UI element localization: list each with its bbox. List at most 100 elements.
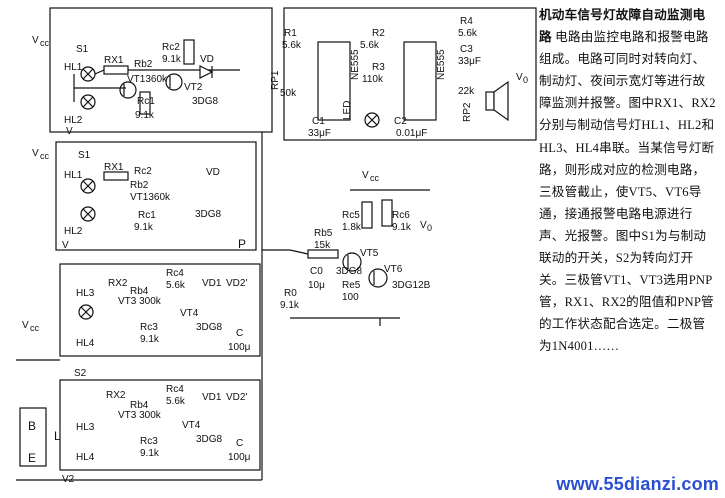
c-value-2: 100μ [228,452,251,463]
vt4-type-2: 3DG8 [196,434,223,445]
rx1-label-2: RX1 [104,162,124,173]
ne555-chip-2 [403,41,437,121]
rp2-value: 22k [458,86,475,97]
article-body: 电路由监控电路和报警电路组成。电路可同时对转向灯、制动灯、夜间示宽灯等进行故障监… [539,30,716,354]
vcc-label-3: V [22,320,29,331]
c0-label: C0 [310,266,323,277]
c3-label: C3 [460,44,473,55]
rx1-label: RX1 [104,55,124,66]
rc3-value: 9.1k [140,334,160,345]
led-label: LED [342,101,353,120]
r0-value: 9.1k [280,300,300,311]
vt4-type: 3DG8 [196,322,223,333]
rb2-label: Rb2 [134,59,153,70]
v-label-1: V [66,126,73,137]
c-value: 100μ [228,342,251,353]
transistor-vt6-icon [368,268,388,288]
hl2-label-2: HL2 [64,226,83,237]
module-frame-4 [59,379,261,471]
s2-label: S2 [74,368,87,379]
s1-label: S1 [76,44,89,55]
v-label-2: V [62,240,69,251]
rx2-label-2: RX2 [106,390,126,401]
hl3-label-2: HL3 [76,422,95,433]
vt1-label: VT1360k [127,74,168,85]
led-icon [364,112,380,128]
transistor-vt2-icon [165,73,183,91]
e-label: E [28,451,36,465]
vd1-label-2: VD1 [202,392,222,403]
vcc-label-4: V [362,170,369,181]
r3-label: R3 [372,62,385,73]
v0-label: V [516,72,523,83]
rx1-resistor [103,65,129,75]
rp1-label: RP1 [270,70,281,90]
lamp-hl2-icon-2 [80,206,96,222]
r4-value: 5.6k [458,28,478,39]
v0-sub: 0 [523,75,528,85]
diode-vd0-icon [199,65,214,79]
module-s1-brake: V cc S1 RX1 HL1 HL2 Rb2 VT1360k Rc1 9 [32,7,273,137]
b-label: B [28,419,36,433]
rx2-label: RX2 [108,278,128,289]
vt3-label: VT3 300k [118,296,162,307]
rb5-value: 15k [314,240,331,251]
rb4-label-2: Rb4 [130,400,149,411]
rc5-label: Rc5 [342,210,360,221]
vt6-label: VT6 [384,264,403,275]
rc2-value: 9.1k [162,54,182,65]
vd2-label-2: VD2' [226,392,247,403]
flasher-block [19,407,47,467]
rc3-label-2: Rc3 [140,436,158,447]
rp2-label: RP2 [462,102,473,122]
rc5-value: 1.8k [342,222,362,233]
vcc-label-1: V [32,35,39,46]
vt2-type-2: 3DG8 [195,209,222,220]
module-s2-turn-upper: RX2 HL3 HL4 Rb4 VT3 300k Rc3 9.1k Rc4 5.… [59,263,261,357]
bus-wires [16,132,290,481]
module-alarm: R1 5.6k RP1 50k NE555 C1 33μF LED R2 5.6… [270,7,537,141]
c2-value: 0.01μF [396,128,427,139]
r1-label: R1 [284,28,297,39]
transistor-vt1-icon [119,81,137,99]
rc2-label: Rc2 [162,42,180,53]
c-label: C [236,328,243,339]
rc4-label-2: Rc4 [166,384,184,395]
c1-label: C1 [312,116,325,127]
rc6-value: 9.1k [392,222,412,233]
lamp-hl1-icon-2 [80,178,96,194]
vcc-sub-1: cc [40,38,50,48]
r3-value: 110k [362,74,384,85]
circuit-schematic: V cc S1 RX1 HL1 HL2 Rb2 VT1360k Rc1 9 [16,7,537,485]
rc1-label-2: Rc1 [138,210,156,221]
vcc-sub-2: cc [40,151,50,161]
vcc-sub-4: cc [370,173,380,183]
article-text: 机动车信号灯故障自动监测电路 电路由监控电路和报警电路组成。电路可同时对转向灯、… [539,4,717,498]
hl2-label: HL2 [64,115,83,126]
rc2-resistor [183,39,195,65]
r0-label: R0 [284,288,297,299]
module-driver: V cc Rc5 1.8k Rc6 9.1k V 0 Rb5 15k VT5 3… [280,170,432,326]
vd0-label-2: VD [206,167,220,178]
vt3-label-2: VT3 300k [118,410,162,421]
vt5-type: 3DG8 [336,266,363,277]
rc2-label-2: Rc2 [134,166,152,177]
vt4-label-2: VT4 [182,420,201,431]
vt1-label-2: VT1360k [130,192,171,203]
c2-label: C2 [394,116,407,127]
rb2-label-2: Rb2 [130,180,149,191]
module-frame-2 [55,141,257,251]
site-watermark: www.55dianzi.com [556,474,719,494]
rc3-label: Rc3 [140,322,158,333]
re5-label: Re5 [342,280,361,291]
vd2-label: VD2' [226,278,247,289]
p-label: P [238,237,246,251]
module-s1-brake-2: V cc S1 RX1 HL1 HL2 Rc2 Rb2 VT1360k Rc1 … [32,141,257,251]
vt2-type: 3DG8 [192,96,219,107]
rb5-resistor [307,249,339,259]
rc1-resistor [139,91,151,115]
rc3-value-2: 9.1k [140,448,160,459]
vd0-label: VD [200,54,214,65]
hl4-label-2: HL4 [76,452,95,463]
hl4-label: HL4 [76,338,95,349]
